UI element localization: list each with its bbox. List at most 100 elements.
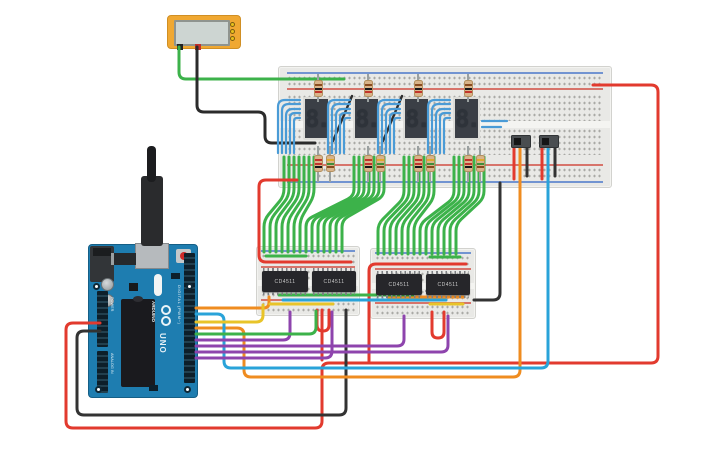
seg-wire-g18[interactable]: [394, 155, 421, 256]
red-board1-rail[interactable]: [257, 178, 353, 264]
seg-wire-g17[interactable]: [388, 155, 416, 256]
resistor-top-2[interactable]: [364, 80, 373, 97]
seg-wire-g7[interactable]: [298, 155, 316, 254]
disp2-stub-5[interactable]: [342, 116, 352, 155]
seg-wire-g2[interactable]: [268, 155, 291, 254]
seg-wire-g1[interactable]: [262, 155, 286, 254]
rail-line: [375, 268, 471, 270]
rail-holes: [375, 304, 471, 315]
gnd-black-loop[interactable]: [75, 308, 348, 417]
disp1-stub-5[interactable]: [292, 116, 302, 155]
disp1-stub-4[interactable]: [288, 111, 302, 155]
seg-wire-g19[interactable]: [400, 155, 426, 256]
disp4-stub-2[interactable]: [430, 102, 452, 155]
resistor-top-1[interactable]: [314, 80, 323, 97]
seg-wire-g3[interactable]: [274, 155, 296, 254]
seg-wire-g23[interactable]: [424, 155, 461, 256]
seg-wire-g15[interactable]: [376, 155, 406, 256]
seven-segment-display-4[interactable]: 8.: [453, 97, 480, 140]
resistor-top-3[interactable]: [414, 80, 423, 97]
disp2-stub-1[interactable]: [326, 98, 352, 155]
power-pin-header[interactable]: [97, 291, 108, 347]
disp2-stub-2[interactable]: [330, 102, 352, 155]
disp2-stub-3[interactable]: [334, 107, 352, 155]
seg-wire-g9[interactable]: [310, 155, 361, 254]
seg-wire-g21[interactable]: [412, 155, 436, 256]
disp3-stub-1[interactable]: [376, 98, 402, 155]
barrel-jack: [90, 246, 114, 282]
disp3-stub-2[interactable]: [380, 102, 402, 155]
slide-switch-1[interactable]: [511, 135, 531, 148]
resistor-bottom-2a[interactable]: [364, 155, 373, 172]
disp1-stub-2[interactable]: [280, 102, 302, 155]
disp4-stub-4[interactable]: [438, 111, 452, 155]
seg-wire-g14[interactable]: [340, 155, 386, 254]
disp1-stub-3[interactable]: [284, 107, 302, 155]
power-red-loop[interactable]: [64, 83, 660, 430]
orange-board1[interactable]: [194, 295, 271, 310]
purple-2[interactable]: [194, 314, 406, 348]
seg-wire-g10[interactable]: [316, 155, 366, 254]
decoder-ic-3[interactable]: CD4511: [376, 274, 422, 295]
resistor-bottom-1a[interactable]: [314, 155, 323, 172]
seg-wire-g12[interactable]: [328, 155, 376, 254]
seven-segment-display-1[interactable]: 8.: [303, 97, 330, 140]
arduino-uno[interactable]: ARDUINO UNO DIGITAL (PWM~) POWER ANALOG …: [88, 243, 198, 398]
seg-wire-g8[interactable]: [304, 155, 356, 254]
resistor-bottom-4b[interactable]: [476, 155, 485, 172]
seg-wire-g5[interactable]: [286, 155, 306, 254]
purple-4[interactable]: [194, 310, 334, 360]
slide-switch-2[interactable]: [539, 135, 559, 148]
disp1-stub-1[interactable]: [276, 98, 302, 155]
analog-pin-header[interactable]: [97, 351, 108, 393]
purple-3[interactable]: [194, 314, 450, 354]
multimeter-green-lead[interactable]: [177, 45, 346, 81]
resistor-bottom-3b[interactable]: [426, 155, 435, 172]
orange-switch1-signal[interactable]: [194, 144, 522, 379]
multimeter-screen: [174, 20, 230, 46]
resistor-bottom-1b[interactable]: [326, 155, 335, 172]
seg-wire-g11[interactable]: [322, 155, 371, 254]
multimeter-button-1[interactable]: [230, 22, 235, 27]
seg-wire-g20[interactable]: [406, 155, 431, 256]
decoder-ic-1[interactable]: CD4511: [262, 271, 308, 292]
resistor-bottom-4a[interactable]: [464, 155, 473, 172]
usb-cable-plug[interactable]: [141, 176, 163, 246]
red-board2-rail[interactable]: [367, 262, 468, 363]
arduino-brand-text: ARDUINO: [151, 301, 156, 322]
decoder-ic-4[interactable]: CD4511: [426, 274, 470, 295]
ic-pins: [377, 295, 421, 298]
cyan-switch2-signal[interactable]: [194, 144, 550, 370]
red-u-board2[interactable]: [430, 310, 446, 340]
disp3-stub-4[interactable]: [388, 111, 402, 155]
disp4-stub-3[interactable]: [434, 107, 452, 155]
seg-wire-g24[interactable]: [430, 155, 466, 256]
usb-cable[interactable]: [147, 146, 156, 182]
arduino-logo-icon: [161, 305, 171, 315]
seg-wire-g13[interactable]: [334, 155, 381, 254]
resistor-bottom-3a[interactable]: [414, 155, 423, 172]
seg-wire-g16[interactable]: [382, 155, 411, 256]
digital-pin-header[interactable]: [184, 253, 195, 383]
seg-wire-g22[interactable]: [418, 155, 456, 256]
seg-wire-g27[interactable]: [448, 155, 481, 256]
seg-wire-g25[interactable]: [436, 155, 471, 256]
seg-wire-g6[interactable]: [292, 155, 311, 254]
disp4-stub-5[interactable]: [442, 116, 452, 155]
yellow-board1[interactable]: [194, 303, 265, 324]
multimeter-button-3[interactable]: [230, 36, 235, 41]
decoder-ic-2[interactable]: CD4511: [312, 271, 356, 292]
disp3-stub-3[interactable]: [384, 107, 402, 155]
resistor-top-4[interactable]: [464, 80, 473, 97]
disp4-stub-1[interactable]: [426, 98, 452, 155]
disp3-stub-5[interactable]: [392, 116, 402, 155]
green-bus[interactable]: [194, 309, 318, 336]
multimeter-button-2[interactable]: [230, 29, 235, 34]
seg-wire-g26[interactable]: [442, 155, 476, 256]
resistor-bottom-2b[interactable]: [376, 155, 385, 172]
multimeter-black-lead[interactable]: [195, 45, 317, 145]
disp2-stub-4[interactable]: [338, 111, 352, 155]
seg-wire-g28[interactable]: [454, 155, 486, 256]
black-bb2-gnd[interactable]: [472, 181, 502, 302]
seg-wire-g4[interactable]: [280, 155, 301, 254]
